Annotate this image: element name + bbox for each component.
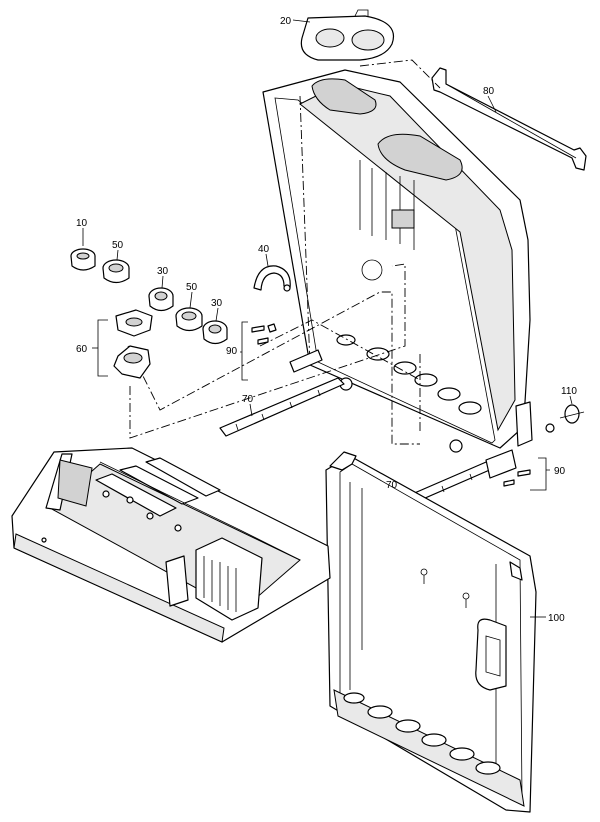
label-30a: 30 <box>157 266 169 277</box>
part-30a-grommet <box>148 275 174 312</box>
part-90a-screws <box>240 321 277 381</box>
label-30b: 30 <box>211 298 223 309</box>
label-110: 110 <box>561 386 577 397</box>
label-90b: 90 <box>554 466 566 477</box>
main-housing <box>262 69 533 453</box>
label-10: 10 <box>76 218 88 229</box>
assembly-lines <box>127 59 441 560</box>
label-60: 60 <box>76 344 88 355</box>
label-40: 40 <box>258 244 270 255</box>
label-80: 80 <box>483 86 495 97</box>
label-70b: 70 <box>386 480 398 491</box>
label-100: 100 <box>548 613 565 624</box>
part-70a-rail <box>219 349 345 437</box>
part-labels: 20 80 10 50 30 50 30 40 60 90 70 110 90 … <box>76 16 577 624</box>
part-50b-grommet <box>175 291 203 332</box>
part-50a-grommet <box>102 249 130 284</box>
part-60-cable-clamps <box>92 309 153 379</box>
part-80-mounting-bracket <box>431 67 587 171</box>
label-20: 20 <box>280 16 292 27</box>
label-50b: 50 <box>186 282 198 293</box>
part-10-grommet <box>70 228 96 271</box>
part-100-front-panel <box>325 451 546 813</box>
part-90b-screws <box>503 457 550 491</box>
part-20-gasket <box>292 9 394 61</box>
label-90a: 90 <box>226 346 238 357</box>
drawer-tray-assembly <box>11 447 331 643</box>
part-30b-grommet <box>202 307 228 345</box>
label-50a: 50 <box>112 240 124 251</box>
label-70a: 70 <box>242 394 254 405</box>
part-110-fitting <box>545 395 585 433</box>
part-40-clip <box>253 253 291 292</box>
